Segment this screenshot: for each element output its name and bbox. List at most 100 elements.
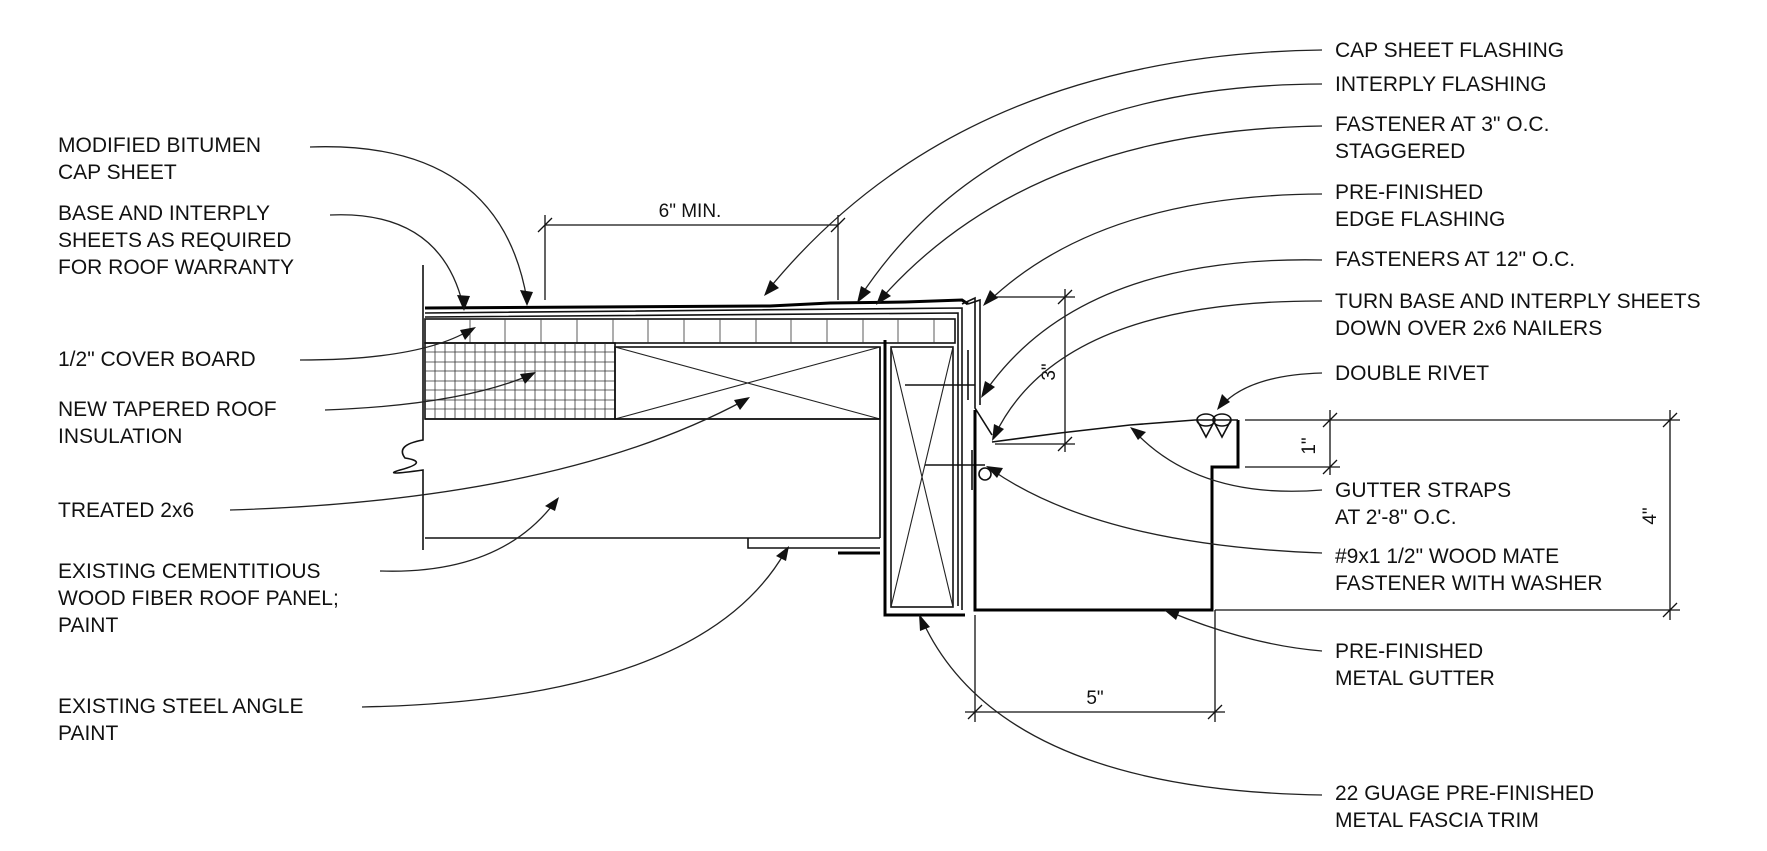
leader-steel-angle bbox=[361, 551, 786, 708]
right-note-11-line-2: METAL FASCIA TRIM bbox=[1335, 809, 1539, 832]
right-note-10-line-2: METAL GUTTER bbox=[1335, 667, 1495, 690]
dim-3-label: 3" bbox=[1039, 363, 1060, 380]
right-note-4-line-1: PRE-FINISHED bbox=[1335, 181, 1483, 204]
leader-treated-2x6 bbox=[229, 399, 746, 511]
left-note-6-line-1: EXISTING CEMENTITIOUS bbox=[58, 560, 321, 583]
left-notes: MODIFIED BITUMEN CAP SHEET BASE AND INTERP… bbox=[58, 134, 339, 745]
leader-gutter-straps bbox=[1134, 431, 1323, 492]
right-leaders bbox=[764, 49, 1323, 796]
left-leaders bbox=[229, 146, 789, 708]
right-note-7-line-1: DOUBLE RIVET bbox=[1335, 362, 1489, 385]
left-note-6-line-3: PAINT bbox=[58, 614, 118, 637]
left-note-5-line-1: TREATED 2x6 bbox=[58, 499, 194, 522]
left-note-4-line-1: NEW TAPERED ROOF bbox=[58, 398, 277, 421]
dimension-3: 3" bbox=[995, 289, 1075, 452]
washer bbox=[978, 467, 992, 481]
gutter-strap bbox=[991, 419, 1238, 443]
left-note-3: 1/2" COVER BOARD bbox=[58, 348, 256, 371]
right-note-10: PRE-FINISHED METAL GUTTER bbox=[1335, 640, 1495, 690]
right-note-1: CAP SHEET FLASHING bbox=[1335, 39, 1564, 62]
fascia-trim bbox=[883, 340, 965, 617]
leader-insulation bbox=[324, 374, 531, 411]
break-line bbox=[393, 265, 424, 550]
leader-fascia-trim bbox=[921, 619, 1323, 796]
leader-double-rivet bbox=[1221, 372, 1323, 406]
dim-4-label: 4" bbox=[1640, 507, 1661, 524]
right-note-4: PRE-FINISHED EDGE FLASHING bbox=[1335, 181, 1505, 231]
right-note-5-line-1: FASTENERS AT 12" O.C. bbox=[1335, 248, 1575, 271]
right-note-4-line-2: EDGE FLASHING bbox=[1335, 208, 1505, 231]
leader-fastener-3oc bbox=[879, 125, 1323, 301]
right-note-10-line-1: PRE-FINISHED bbox=[1335, 640, 1483, 663]
right-notes: CAP SHEET FLASHING INTERPLY FLASHING FASTE… bbox=[1335, 39, 1701, 832]
leader-cover-board bbox=[299, 329, 471, 361]
roof-panel bbox=[425, 418, 880, 539]
left-note-2-line-3: FOR ROOF WARRANTY bbox=[58, 256, 294, 279]
right-note-2: INTERPLY FLASHING bbox=[1335, 73, 1547, 96]
left-note-7-line-2: PAINT bbox=[58, 722, 118, 745]
right-note-11: 22 GUAGE PRE-FINISHED METAL FASCIA TRIM bbox=[1335, 782, 1594, 832]
cap-sheet-membrane bbox=[424, 298, 969, 310]
interply-sheet bbox=[424, 307, 963, 610]
insulation-grid bbox=[425, 343, 615, 419]
dim-5-label: 5" bbox=[1086, 688, 1103, 709]
leader-cap-sheet-flashing bbox=[767, 49, 1323, 291]
steel-angle bbox=[747, 538, 880, 549]
dimension-6-min: 6" MIN. bbox=[537, 201, 846, 300]
right-note-6-line-2: DOWN OVER 2x6 NAILERS bbox=[1335, 317, 1602, 340]
right-note-11-line-1: 22 GUAGE PRE-FINISHED bbox=[1335, 782, 1594, 805]
leader-roof-panel bbox=[379, 501, 556, 572]
right-note-6-line-1: TURN BASE AND INTERPLY SHEETS bbox=[1335, 290, 1701, 313]
leader-edge-flashing bbox=[987, 193, 1323, 303]
left-note-4: NEW TAPERED ROOF INSULATION bbox=[58, 398, 277, 448]
left-note-1-line-2: CAP SHEET bbox=[58, 161, 177, 184]
base-sheet bbox=[424, 312, 959, 606]
leader-cap-sheet bbox=[309, 146, 528, 301]
edge-flashing bbox=[961, 296, 993, 436]
leader-base-interply bbox=[329, 214, 464, 306]
fastener-3oc bbox=[967, 350, 973, 490]
double-rivet bbox=[1196, 419, 1232, 439]
dimension-5: 5" bbox=[965, 610, 1225, 722]
cover-board bbox=[424, 318, 956, 344]
leader-wood-mate-fastener bbox=[991, 469, 1323, 554]
right-note-9-line-1: #9x1 1/2" WOOD MATE bbox=[1335, 545, 1559, 568]
left-note-5: TREATED 2x6 bbox=[58, 499, 194, 522]
left-note-1-line-1: MODIFIED BITUMEN bbox=[58, 134, 261, 157]
right-note-3: FASTENER AT 3" O.C. STAGGERED bbox=[1335, 113, 1549, 163]
right-note-9-line-2: FASTENER WITH WASHER bbox=[1335, 572, 1603, 595]
dimension-4: 4" bbox=[1215, 410, 1680, 620]
dimension-1: 1" bbox=[1245, 410, 1340, 475]
right-note-9: #9x1 1/2" WOOD MATE FASTENER WITH WASHER bbox=[1335, 545, 1603, 595]
gutter-assembly bbox=[973, 410, 1240, 612]
metal-gutter bbox=[973, 410, 1240, 612]
left-note-6: EXISTING CEMENTITIOUS WOOD FIBER ROOF PAN… bbox=[58, 560, 339, 637]
right-note-3-line-2: STAGGERED bbox=[1335, 140, 1465, 163]
left-note-2-line-2: SHEETS AS REQUIRED bbox=[58, 229, 291, 252]
dim-1-label: 1" bbox=[1299, 437, 1320, 454]
leader-fasteners-12oc bbox=[984, 259, 1323, 393]
left-note-4-line-2: INSULATION bbox=[58, 425, 182, 448]
right-note-5: FASTENERS AT 12" O.C. bbox=[1335, 248, 1575, 271]
left-note-3-line-1: 1/2" COVER BOARD bbox=[58, 348, 256, 371]
vertical-2x6-nailer bbox=[890, 346, 954, 608]
right-note-3-line-1: FASTENER AT 3" O.C. bbox=[1335, 113, 1549, 136]
right-note-8-line-1: GUTTER STRAPS bbox=[1335, 479, 1511, 502]
left-note-7: EXISTING STEEL ANGLE PAINT bbox=[58, 695, 303, 745]
right-note-6: TURN BASE AND INTERPLY SHEETS DOWN OVER 2… bbox=[1335, 290, 1701, 340]
right-note-8-line-2: AT 2'-8" O.C. bbox=[1335, 506, 1457, 529]
roof-assembly bbox=[393, 265, 993, 617]
treated-2x6-cross bbox=[614, 346, 881, 420]
left-note-6-line-2: WOOD FIBER ROOF PANEL; bbox=[58, 587, 339, 610]
right-note-2-line-1: INTERPLY FLASHING bbox=[1335, 73, 1547, 96]
right-note-1-line-1: CAP SHEET FLASHING bbox=[1335, 39, 1564, 62]
left-note-7-line-1: EXISTING STEEL ANGLE bbox=[58, 695, 303, 718]
nailer-cross bbox=[890, 346, 954, 608]
cover-board-hatch bbox=[469, 319, 935, 343]
leader-metal-gutter bbox=[1169, 611, 1323, 652]
leader-interply-flashing bbox=[859, 83, 1323, 298]
left-note-1: MODIFIED BITUMEN CAP SHEET bbox=[58, 134, 261, 184]
